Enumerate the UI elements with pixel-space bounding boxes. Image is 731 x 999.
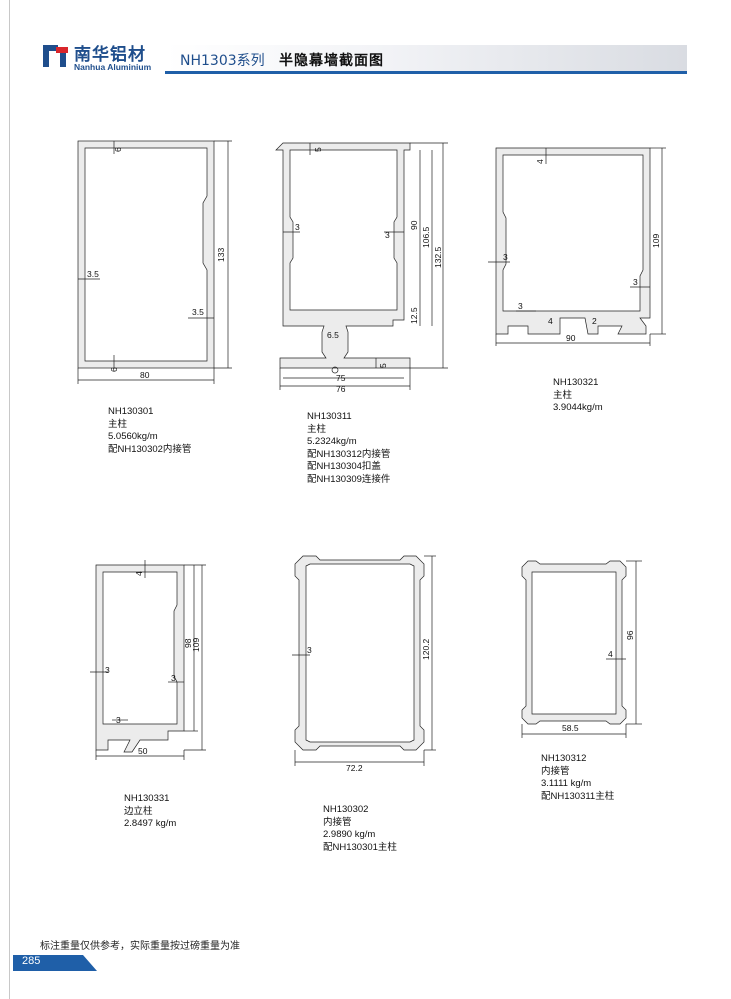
header-rule xyxy=(165,71,687,74)
p3-dim-bottom: 3 xyxy=(518,301,523,311)
profile-weight: 5.0560kg/m xyxy=(108,431,158,442)
profile-nh130301-label: NH130301 主柱 5.0560kg/m 配NH130302内接管 xyxy=(108,406,191,456)
profile-weight: 2.9890 kg/m xyxy=(323,829,376,840)
p4-dim-inner: 98 xyxy=(183,638,193,648)
profile-nh130312-label: NH130312 内接管 3.1111 kg/m 配NH130311主柱 xyxy=(541,753,614,803)
profile-nh130331-drawing xyxy=(90,560,206,760)
p3-dim-n2: 2 xyxy=(592,316,597,326)
p6-dim-wall: 4 xyxy=(608,649,613,659)
p3-dim-left: 3 xyxy=(503,252,508,262)
p6-dim-width: 58.5 xyxy=(562,723,579,733)
page-number: 285 xyxy=(22,955,41,967)
p1-dim-width: 80 xyxy=(140,370,150,380)
profile-code: NH130321 xyxy=(553,377,599,388)
p2-dim-total: 132.5 xyxy=(433,246,443,268)
p3-dim-width: 90 xyxy=(566,333,576,343)
p3-dim-top: 4 xyxy=(535,159,545,164)
profile-code: NH130302 xyxy=(323,804,369,815)
profile-code: NH130301 xyxy=(108,406,154,417)
brand-name-en: Nanhua Aluminium xyxy=(74,62,152,72)
profile-note: 配NH130311主柱 xyxy=(541,790,615,802)
profile-weight: 2.8497 kg/m xyxy=(124,818,177,829)
p2-dim-mid: 106.5 xyxy=(421,226,431,248)
p3-dim-right: 3 xyxy=(633,277,638,287)
profile-note: 配NH130309连接件 xyxy=(307,473,391,485)
p1-dim-wall-top: 6 xyxy=(113,147,123,152)
profile-code: NH130312 xyxy=(541,753,587,764)
p5-dim-wall: 3 xyxy=(307,645,312,655)
series-label: NH1303系列 xyxy=(180,53,265,69)
p2-dim-w2: 76 xyxy=(336,384,346,394)
brand-name-cn: 南华铝材 xyxy=(74,45,146,65)
p2-dim-base: 5 xyxy=(378,363,388,368)
p1-dim-wall-left: 3.5 xyxy=(87,269,99,279)
profile-nh130311-drawing xyxy=(275,142,448,390)
page-title: 半隐幕墙截面图 xyxy=(279,53,384,69)
profile-nh130302-drawing xyxy=(292,555,436,766)
profile-nh130312-drawing xyxy=(521,560,642,738)
profile-name: 内接管 xyxy=(541,765,570,777)
p2-dim-top: 5 xyxy=(313,147,323,152)
brand-logo-icon xyxy=(43,45,68,67)
profile-code: NH130331 xyxy=(124,793,170,804)
p4-dim-top: 4 xyxy=(134,571,144,576)
profile-code: NH130311 xyxy=(307,411,352,422)
profile-name: 边立柱 xyxy=(124,805,153,817)
p2-dim-left: 3 xyxy=(295,222,300,232)
footer-note: 标注重量仅供参考，实际重量按过磅重量为准 xyxy=(40,941,240,952)
profile-name: 主柱 xyxy=(553,389,573,401)
profile-nh130301-drawing xyxy=(77,140,232,384)
title-bar xyxy=(165,45,687,71)
p2-dim-right: 3 xyxy=(385,230,390,240)
profile-name: 内接管 xyxy=(323,816,352,828)
profile-note: 配NH130301主柱 xyxy=(323,841,397,853)
profile-name: 主柱 xyxy=(108,418,128,430)
profile-weight: 3.1111 kg/m xyxy=(541,778,592,789)
profile-weight: 3.9044kg/m xyxy=(553,402,603,413)
p1-dim-wall-right: 3.5 xyxy=(192,307,204,317)
p1-dim-wall-bottom: 6 xyxy=(109,367,119,372)
profile-nh130311-label: NH130311 主柱 5.2324kg/m 配NH130312内接管 配NH1… xyxy=(307,411,390,486)
p3-dim-n1: 4 xyxy=(548,316,553,326)
p4-dim-left: 3 xyxy=(105,665,110,675)
p5-dim-width: 72.2 xyxy=(346,763,363,773)
p2-dim-h1: 12.5 xyxy=(409,307,419,324)
p2-dim-web: 6.5 xyxy=(327,330,339,340)
profile-note: 配NH130312内接管 xyxy=(307,448,391,460)
profile-note: 配NH130304扣盖 xyxy=(307,461,381,472)
p1-dim-height: 133 xyxy=(216,248,226,262)
profile-nh130321-drawing xyxy=(488,147,666,346)
page-edge-line xyxy=(9,0,10,999)
profile-nh130302-label: NH130302 内接管 2.9890 kg/m 配NH130301主柱 xyxy=(323,804,397,854)
p2-dim-w1: 75 xyxy=(336,373,346,383)
p2-dim-inner: 90 xyxy=(409,220,419,230)
p6-dim-height: 96 xyxy=(625,630,635,640)
page-number-tab xyxy=(13,955,97,971)
p5-dim-height: 120.2 xyxy=(421,638,431,660)
p4-dim-right: 3 xyxy=(171,673,176,683)
profile-note: 配NH130302内接管 xyxy=(108,443,192,455)
profile-weight: 5.2324kg/m xyxy=(307,436,357,447)
profile-name: 主柱 xyxy=(307,423,327,435)
profile-nh130331-label: NH130331 边立柱 2.8497 kg/m xyxy=(124,793,176,831)
p4-dim-total: 109 xyxy=(191,638,201,652)
p4-dim-width: 50 xyxy=(138,746,148,756)
p3-dim-height: 109 xyxy=(651,234,661,248)
profile-nh130321-label: NH130321 主柱 3.9044kg/m xyxy=(553,377,603,415)
p4-dim-bottom: 3 xyxy=(116,715,121,725)
